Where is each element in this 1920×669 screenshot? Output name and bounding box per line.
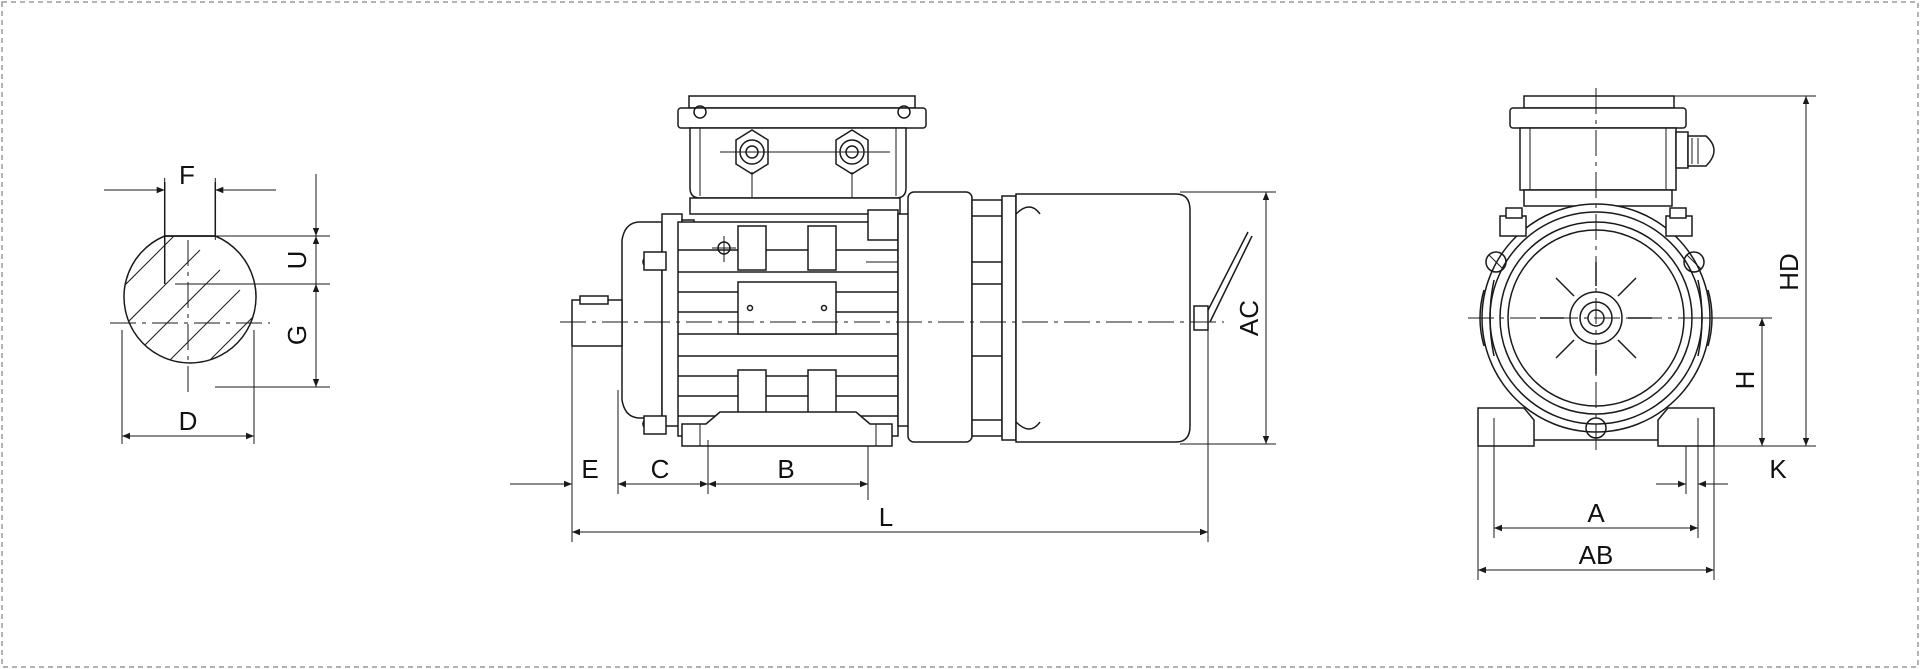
dim-label-e: E bbox=[581, 454, 598, 484]
dim-label-h: H bbox=[1730, 371, 1760, 390]
dim-label-f: F bbox=[179, 160, 195, 190]
dim-label-b: B bbox=[777, 454, 794, 484]
terminal-box-end bbox=[1509, 95, 1715, 207]
shaft-outline bbox=[123, 235, 257, 364]
motor-feet-end bbox=[1477, 407, 1715, 447]
shaft-hatching bbox=[124, 236, 257, 363]
dim-label-a: A bbox=[1587, 498, 1605, 528]
motor-feet-side bbox=[681, 411, 893, 447]
motor-end-view: HD H K A AB bbox=[1468, 88, 1816, 580]
dim-label-d: D bbox=[179, 406, 198, 436]
dim-label-hd: HD bbox=[1774, 253, 1804, 291]
dim-label-ac: AC bbox=[1234, 300, 1264, 336]
dim-label-c: C bbox=[651, 454, 670, 484]
dim-label-ab: AB bbox=[1579, 540, 1614, 570]
brake-and-fan-cover bbox=[907, 191, 1253, 443]
stator-body bbox=[677, 209, 913, 437]
dim-label-k: K bbox=[1769, 454, 1787, 484]
dim-label-u: U bbox=[282, 251, 312, 270]
motor-side-view: E C B L AC bbox=[510, 95, 1276, 542]
dim-label-l: L bbox=[879, 502, 893, 532]
dim-label-g: G bbox=[282, 325, 312, 345]
motor-shaft bbox=[571, 295, 623, 347]
shaft-section-view: F U G D bbox=[104, 160, 330, 444]
terminal-box-side bbox=[677, 95, 927, 215]
